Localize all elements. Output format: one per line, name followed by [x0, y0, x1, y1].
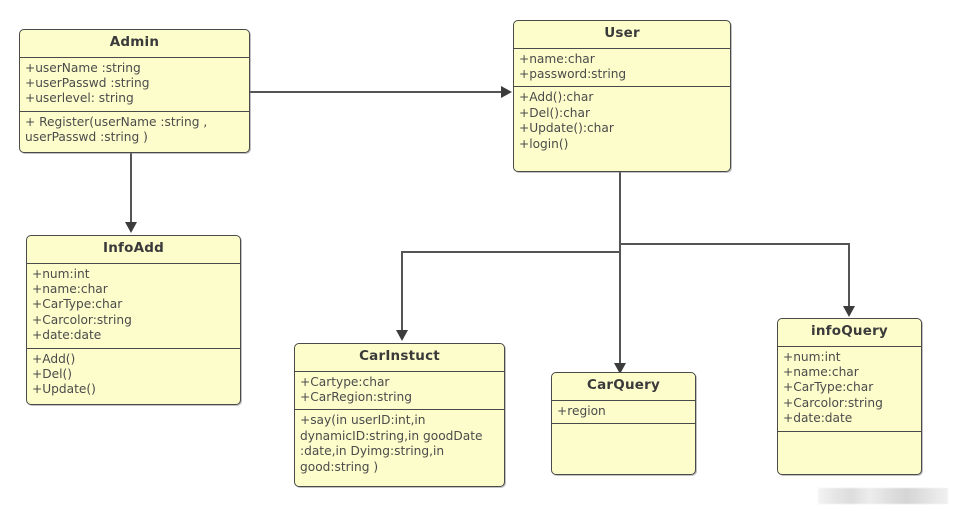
- attribute-row: +date:date: [32, 328, 102, 343]
- attribute-row: +password:string: [519, 66, 627, 81]
- class-operations-infoadd: +Add() +Del() +Update(): [27, 347, 240, 402]
- arrowhead-user-to-carinstuct: [396, 330, 408, 341]
- attribute-row: +CarType:char: [32, 297, 123, 312]
- class-attributes-carquery: +region: [552, 399, 695, 423]
- class-attributes-infoadd: +num:int +name:char +CarType:char +Carco…: [27, 262, 240, 348]
- attribute-row: +num:int: [783, 349, 841, 364]
- attribute-row: +Carcolor:string: [32, 312, 132, 327]
- operation-row: +Add(): [32, 351, 76, 366]
- operation-row: + Register(userName :string , userPasswd…: [25, 114, 208, 145]
- class-attributes-user: +name:char +password:string: [514, 47, 730, 87]
- class-title-user: User: [604, 25, 640, 41]
- attribute-row: +userPasswd :string: [25, 75, 150, 90]
- operation-row: +Del(): [32, 366, 72, 381]
- operation-row: +say(in userID:int,in dynamicID:string,i…: [300, 413, 483, 474]
- attribute-row: +CarType:char: [783, 380, 874, 395]
- operation-row: +Del():char: [519, 105, 591, 120]
- attribute-row: +userlevel: string: [25, 91, 134, 106]
- class-box-infoquery[interactable]: infoQuery +num:int +name:char +CarType:c…: [777, 318, 922, 475]
- class-box-user[interactable]: User +name:char +password:string +Add():…: [513, 20, 731, 172]
- operation-row: +Add():char: [519, 90, 594, 105]
- attribute-row: +userName :string: [25, 60, 141, 75]
- class-operations-infoquery: [778, 430, 921, 465]
- attribute-row: +name:char: [519, 51, 595, 66]
- class-operations-carinstuct: +say(in userID:int,in dynamicID:string,i…: [295, 409, 504, 479]
- class-title-admin: Admin: [109, 34, 160, 50]
- class-operations-admin: + Register(userName :string , userPasswd…: [20, 110, 249, 150]
- class-box-carquery[interactable]: CarQuery +region: [551, 372, 696, 475]
- operation-row: +Update(): [32, 382, 96, 397]
- arrowhead-user-to-infoquery: [843, 306, 855, 317]
- connector-admin-to-user-line: [249, 91, 501, 93]
- class-attributes-infoquery: +num:int +name:char +CarType:char +Carco…: [778, 345, 921, 431]
- class-box-admin[interactable]: Admin +userName :string +userPasswd :str…: [19, 29, 250, 153]
- connector-user-to-carinstuct-vertical: [401, 251, 403, 333]
- attribute-row: +region: [557, 403, 606, 418]
- class-title-infoquery: infoQuery: [811, 323, 888, 339]
- attribute-row: +Cartype:char: [300, 374, 390, 389]
- attribute-row: +name:char: [783, 364, 859, 379]
- class-box-carinstuct[interactable]: CarInstuct +Cartype:char +CarRegion:stri…: [294, 343, 505, 487]
- connector-user-trunk: [619, 172, 621, 373]
- class-box-infoadd[interactable]: InfoAdd +num:int +name:char +CarType:cha…: [26, 235, 241, 405]
- operation-row: +login(): [519, 136, 569, 151]
- connector-user-to-infoquery-horizontal: [619, 243, 850, 245]
- operation-row: +Update():char: [519, 121, 614, 136]
- attribute-row: +name:char: [32, 281, 108, 296]
- attribute-row: +date:date: [783, 411, 853, 426]
- class-operations-user: +Add():char +Del():char +Update():char +…: [514, 86, 730, 156]
- class-operations-carquery: [552, 422, 695, 457]
- watermark-smudge: [818, 488, 948, 504]
- class-attributes-admin: +userName :string +userPasswd :string +u…: [20, 56, 249, 111]
- connector-admin-to-infoadd-line: [130, 152, 132, 225]
- arrowhead-user-to-carquery: [614, 363, 626, 374]
- arrowhead-admin-to-user: [501, 86, 512, 98]
- arrowhead-admin-to-infoadd: [125, 222, 137, 233]
- class-attributes-carinstuct: +Cartype:char +CarRegion:string: [295, 370, 504, 410]
- class-title-infoadd: InfoAdd: [103, 240, 164, 256]
- attribute-row: +Carcolor:string: [783, 395, 883, 410]
- class-title-carinstuct: CarInstuct: [359, 348, 440, 364]
- connector-user-to-infoquery-vertical: [848, 243, 850, 309]
- attribute-row: +num:int: [32, 266, 90, 281]
- connector-user-to-carinstuct-horizontal: [401, 251, 621, 253]
- attribute-row: +CarRegion:string: [300, 389, 413, 404]
- class-title-carquery: CarQuery: [587, 377, 660, 393]
